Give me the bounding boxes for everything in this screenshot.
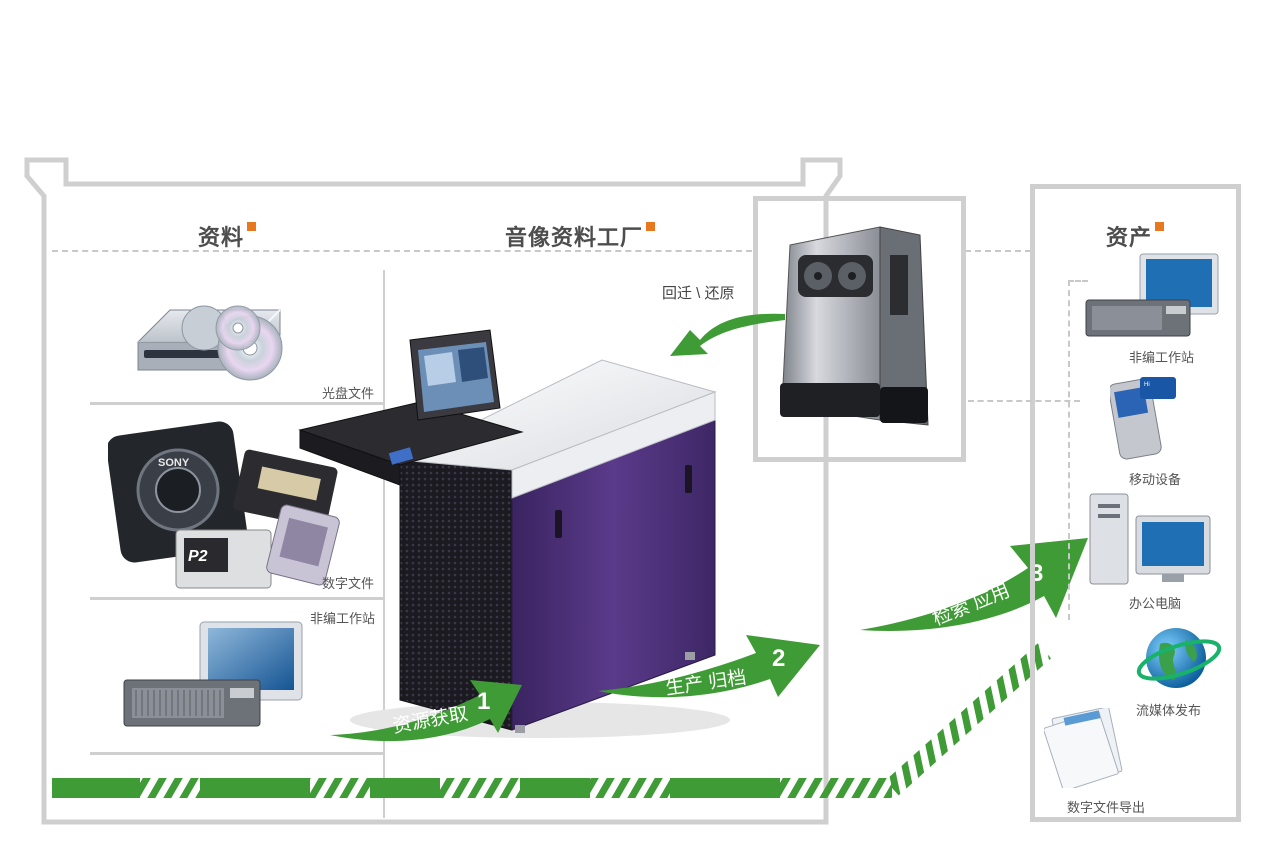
row-divider [90,402,383,405]
asset-caption-streaming: 流媒体发布 [1136,703,1202,718]
mobile-phone-icon: Hi [1110,377,1176,460]
row-divider [90,752,383,755]
restore-arrow [670,313,785,356]
assets-connector [1068,280,1088,282]
material-caption-workstation: 非编工作站 [310,611,376,626]
section-heading-factory: 音像资料工厂 [505,220,656,252]
backup-server-icon [780,226,929,426]
archive-cabinet-icon [298,329,730,738]
disc-drive-icon [137,305,283,381]
asset-caption-workstation: 非编工作站 [1129,350,1195,365]
editing-workstation-icon [1085,253,1219,337]
digital-media-icon: SONY P2 [108,421,340,589]
orange-marker [247,222,257,231]
section-heading-assets: 资产 [1106,220,1165,252]
backup-server-frame [753,196,966,462]
step-arrow-2 [598,635,820,698]
editing-workstation-icon [123,621,303,727]
material-caption-disc: 光盘文件 [322,386,375,401]
assets-connector [968,400,1080,402]
row-divider [90,597,383,600]
header-divider-right [965,250,1031,252]
asset-caption-mobile: 移动设备 [1129,472,1182,487]
svg-text:P2: P2 [188,548,208,565]
material-caption-digital: 数字文件 [322,576,375,591]
svg-text:Hi: Hi [1144,382,1150,388]
header-divider [52,250,752,252]
assets-connector [1068,280,1070,620]
asset-caption-pc: 办公电脑 [1129,596,1182,611]
asset-caption-export: 数字文件导出 [1067,800,1146,815]
restore-label: 回迁 \ 还原 [662,285,735,302]
document-icon [1044,708,1123,788]
globe-icon [1136,628,1222,688]
step-arrow-1 [330,680,522,742]
section-heading-materials: 资料 [198,220,257,252]
svg-text:SONY: SONY [158,457,190,469]
office-pc-icon [1089,493,1211,585]
orange-marker [1155,222,1165,231]
column-divider [383,270,385,818]
orange-marker [646,222,656,231]
assets-frame [1030,184,1241,822]
step-number-1: 1 [477,688,491,715]
step-number-2: 2 [772,645,786,672]
